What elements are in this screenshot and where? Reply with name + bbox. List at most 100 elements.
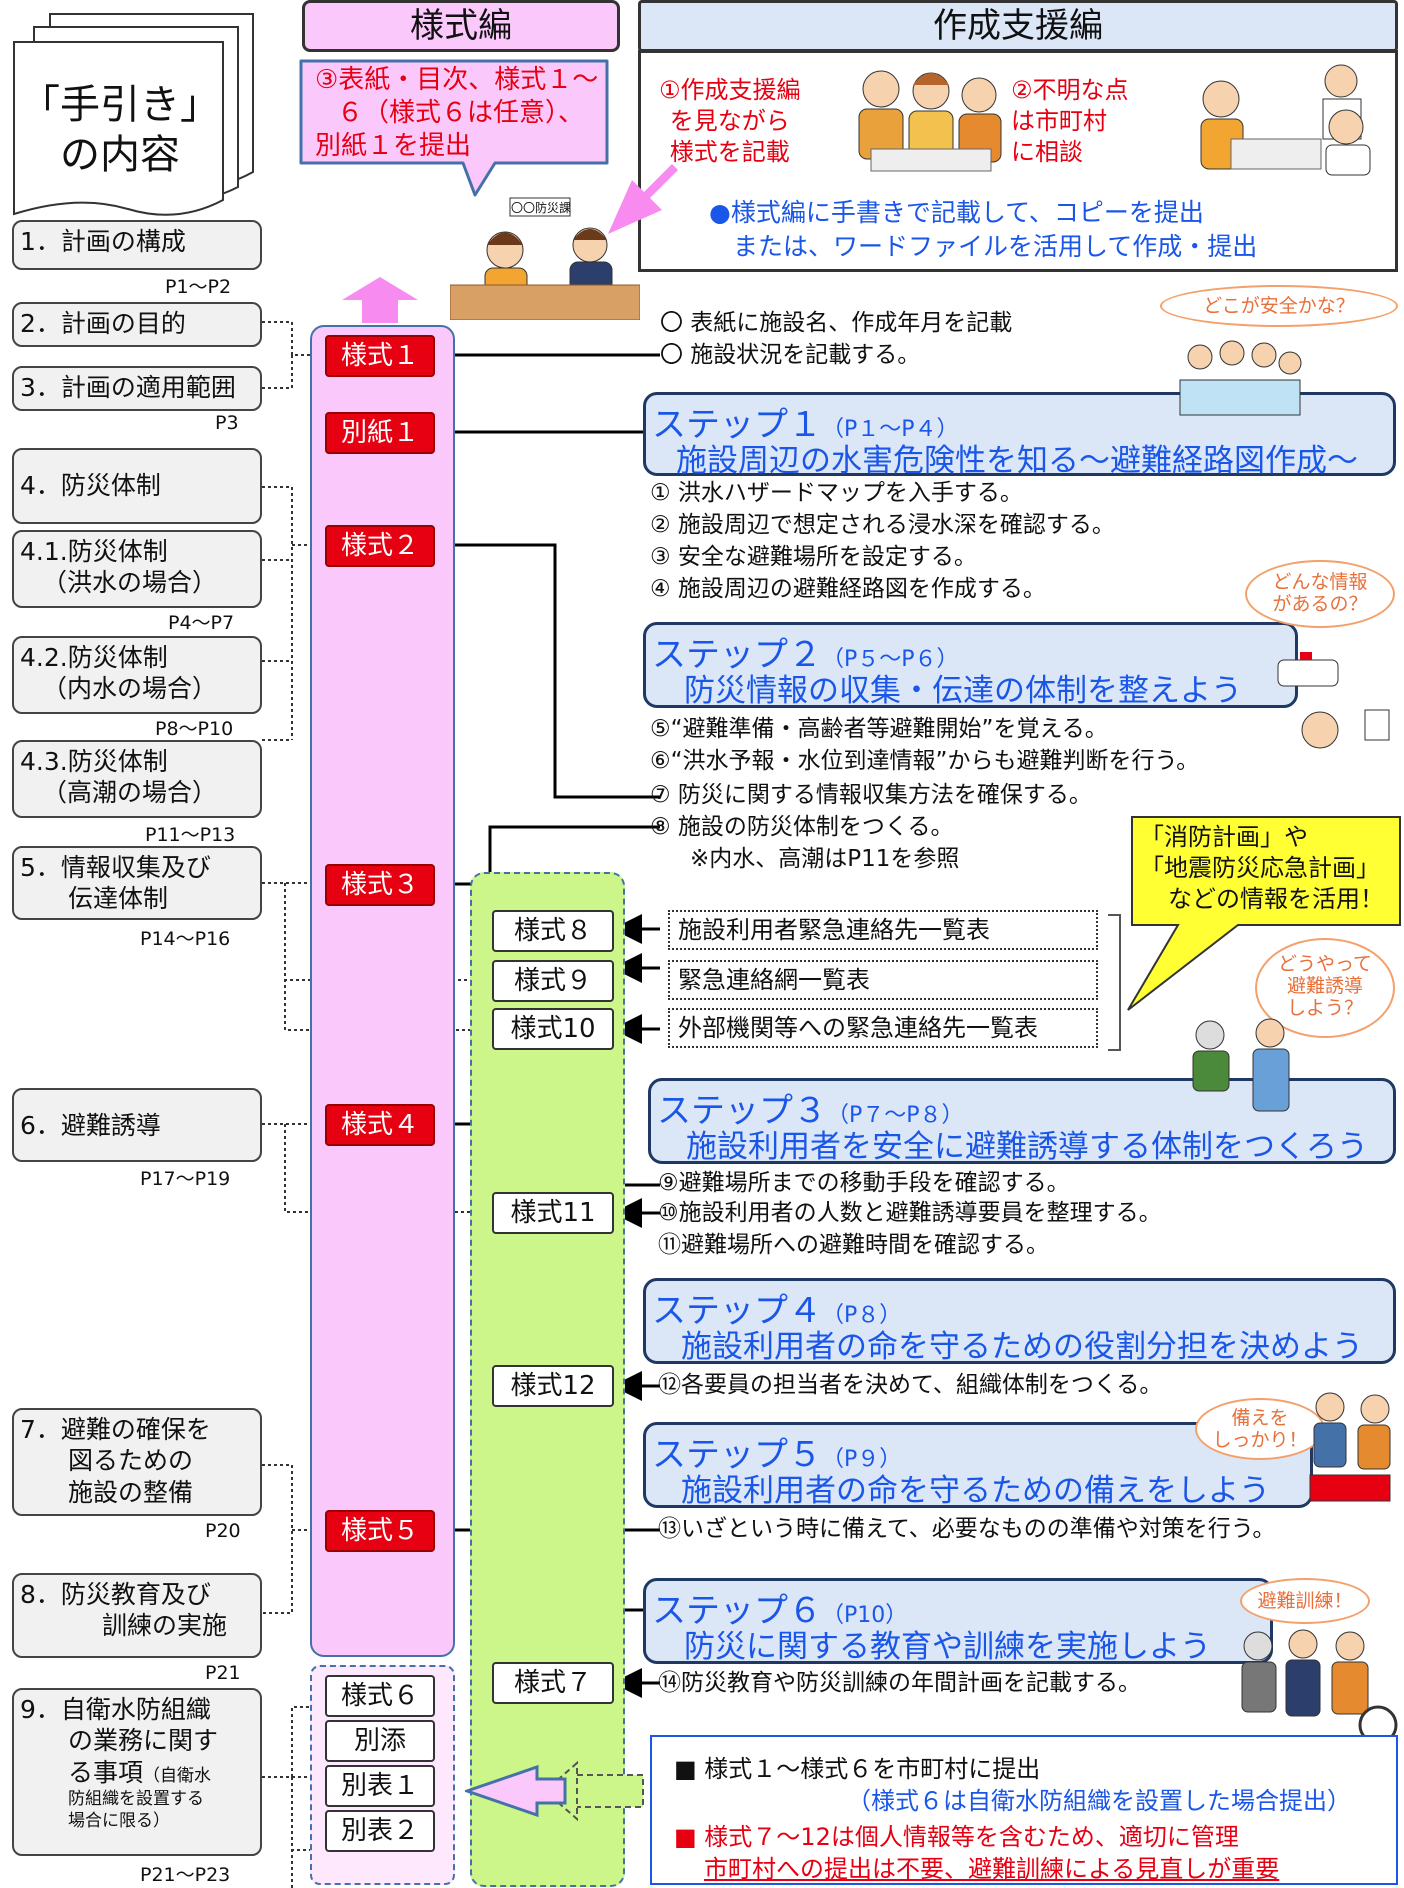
step3-item: ⑨避難場所までの移動手段を確認する。 [658,1170,1070,1196]
step3-item: ⑪避難場所への避難時間を確認する。 [658,1232,1049,1258]
step-subtitle: 施設利用者の命を守るための備えをしよう [681,1473,1270,1509]
bubble-how-evacuate: どうやって 避難誘導 しよう？ [1255,938,1395,1038]
toc-label: 7．避難の確保を [20,1415,211,1444]
form-11-button[interactable]: 様式11 [492,1192,614,1234]
toc-3[interactable]: 3．計画の適用範囲 [12,366,262,411]
bubble-drill: 避難訓練！ [1240,1578,1370,1624]
step-title: ステップ２（P５～P６） [652,627,959,676]
step1-item: ④ 施設周辺の避難経路図を作成する。 [650,576,1046,602]
step-title-text: ステップ５ [652,1435,822,1475]
form-1-button[interactable]: 様式１ [325,335,435,377]
drill-illustration [1241,1629,1398,1745]
yellow-callout [1127,816,1401,1011]
yellow-callout-text: 「消防計画」や 「地震防災応急計画」 などの情報を活用！ [1140,822,1384,916]
toc-9[interactable]: 9．自衛水防組織 の業務に関す る事項（自衛水 防組織を設置する 場合に限る） [12,1688,262,1856]
step-title-text: ステップ２ [652,635,822,675]
form-2-button[interactable]: 様式２ [325,525,435,567]
toc-label: 4.1.防災体制 [20,537,168,566]
toc-1[interactable]: 1．計画の構成 [12,220,262,270]
submit-arrow-icon [465,1760,644,1822]
emergency-info-illustration [1277,652,1390,749]
toc-4[interactable]: 4．防災体制 [12,448,262,524]
supplement-button[interactable]: 別添 [325,1720,435,1762]
footer-line-2: （様式６は自衛水防組織を設置した場合提出） [847,1787,1351,1815]
toc-8[interactable]: 8．防災教育及び訓練の実施 [12,1573,262,1658]
toc-5[interactable]: 5．情報収集及び伝達体制 [12,846,262,920]
toc-label: 訓練の実施 [102,1611,228,1641]
form-12-button[interactable]: 様式12 [492,1365,614,1407]
support-bullet-2: または、ワードファイルを活用して作成・提出 [733,232,1258,261]
form-3-button[interactable]: 様式３ [325,864,435,906]
form-9-button[interactable]: 様式９ [492,960,614,1002]
attachment-1-button[interactable]: 別紙１ [325,412,435,454]
footer-line-3: ■ 様式７～12は個人情報等を含むため、適切に管理 [674,1823,1239,1851]
step-subtitle: 施設周辺の水害危険性を知る～避難経路図作成～ [676,443,1358,479]
toc-6[interactable]: 6．避難誘導 [12,1088,262,1162]
toc-label: 8．防災教育及び [20,1580,211,1609]
step-6-box: ステップ６（P10） 防災に関する教育や訓練を実施しよう [643,1578,1273,1665]
toc-label: 4.2.防災体制 [20,643,168,672]
callout-line: 「消防計画」や [1140,823,1308,851]
step2-item: ⑤“避難準備・高齢者等避難開始”を覚える。 [650,716,1108,742]
map-meeting-illustration [1179,340,1302,416]
toc-page: P21 [205,1662,241,1684]
toc-label: （洪水の場合） [42,568,218,598]
form-7-button[interactable]: 様式７ [492,1662,614,1704]
cover-line-1: 〇 表紙に施設名、作成年月を記載 [660,310,1013,336]
main-title: 「手引き」 の内容 [20,80,220,180]
toc-label: 6．避難誘導 [20,1111,161,1140]
consulting-people-illustration [858,70,1002,172]
toc-2[interactable]: 2．計画の目的 [12,302,262,347]
table-1-button[interactable]: 別表１ [325,1765,435,1807]
toc-4-2[interactable]: 4.2.防災体制（内水の場合） [12,636,262,714]
toc-7[interactable]: 7．避難の確保を図るための施設の整備 [12,1408,262,1516]
toc-label: る事項 [68,1757,144,1787]
form-5-button[interactable]: 様式５ [325,1510,435,1552]
step-4-box: ステップ４（P８） 施設利用者の命を守るための役割分担を決めよう [643,1278,1396,1365]
step-title: ステップ６（P10） [652,1583,907,1632]
table-2-button[interactable]: 別表２ [325,1810,435,1852]
form-8-button[interactable]: 様式８ [492,910,614,952]
toc-label: 2．計画の目的 [20,309,186,338]
step5-item: ⑬いざという時に備えて、必要なものの準備や対策を行う。 [658,1516,1276,1542]
step-3-box: ステップ３（P７～P８） 施設利用者を安全に避難誘導する体制をつくろう [648,1078,1396,1165]
forms-header: 様式編 [302,0,620,52]
step4-item: ⑫各要員の担当者を決めて、組織体制をつくる。 [658,1372,1163,1398]
main-title-line1: 「手引き」 [20,82,220,128]
form-6-button[interactable]: 様式６ [325,1675,435,1717]
footer-note-box: ■ 様式１～様式６を市町村に提出 （様式６は自衛水防組織を設置した場合提出） ■… [650,1735,1398,1885]
step-pages: （P１～P４） [822,417,959,442]
support-1-line: を見ながら [669,107,790,136]
submit-note-line: ③表紙・目次、様式１～ [315,65,599,95]
step-title: ステップ５（P９） [652,1427,901,1476]
toc-page: P3 [215,412,239,434]
toc-4-3[interactable]: 4.3.防災体制（高潮の場合） [12,740,262,818]
footer-line-4: 市町村への提出は不要、避難訓練による見直しが重要 [704,1855,1280,1883]
toc-label: 伝達体制 [68,884,169,914]
step-1-box: ステップ１（P１～P４） 施設周辺の水害危険性を知る～避難経路図作成～ [643,392,1396,479]
step2-note: ※内水、高潮はP11を参照 [690,846,960,872]
step-pages: （P７～P８） [827,1103,964,1128]
step-subtitle: 施設利用者を安全に避難誘導する体制をつくろう [686,1129,1368,1165]
form-10-button[interactable]: 様式10 [492,1008,614,1050]
support-2-line: ②不明な点 [1011,76,1129,104]
main-title-line2: の内容 [60,132,180,178]
contact-row: 緊急連絡網一覧表 [668,960,1098,1000]
form-4-button[interactable]: 様式４ [325,1104,435,1146]
toc-page: P1～P2 [165,276,232,298]
step-title-text: ステップ６ [652,1591,822,1631]
step-subtitle: 施設利用者の命を守るための役割分担を決めよう [681,1329,1363,1365]
evacuation-assist-illustration [1192,1018,1290,1112]
sign-label: 〇〇防災課 [511,201,572,215]
step6-item: ⑭防災教育や防災訓練の年間計画を記載する。 [658,1670,1141,1696]
step-2-box: ステップ２（P５～P６） 防災情報の収集・伝達の体制を整えよう [643,622,1298,709]
toc-label: の業務に関す [68,1726,219,1756]
submit-note: ③表紙・目次、様式１～ ６（様式６は任意）、 別紙１を提出 [315,64,598,163]
toc-page: P4～P7 [168,612,235,634]
step-pages: （P８） [822,1303,902,1328]
toc-page: P11～P13 [145,824,236,846]
toc-page: P14～P16 [140,928,231,950]
toc-label: 9．自衛水防組織 [20,1695,211,1724]
callout-line: 「地震防災応急計画」 [1140,854,1380,883]
toc-4-1[interactable]: 4.1.防災体制（洪水の場合） [12,530,262,608]
